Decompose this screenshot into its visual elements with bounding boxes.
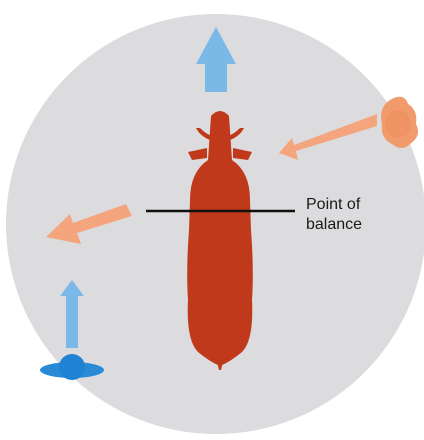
point-of-balance-label-line2: balance (306, 215, 416, 235)
point-of-balance-label-line1: Point of (306, 195, 416, 215)
point-of-balance-label: Point of balance (306, 195, 416, 235)
